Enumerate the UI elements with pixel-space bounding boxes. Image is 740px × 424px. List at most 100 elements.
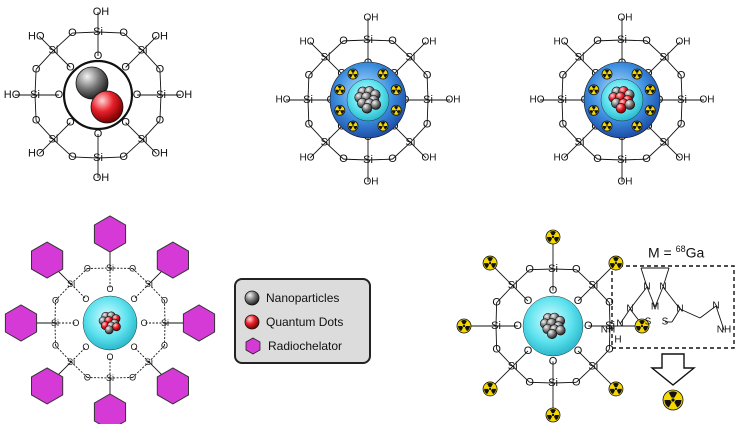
siloxane-bond [608,325,611,350]
chelator-bond [671,308,681,323]
siloxane-bond [561,75,564,101]
core-oxygen-label: O [549,285,558,297]
radiation-blade [668,391,678,398]
silicon-label: Si [575,52,585,64]
radiation-blade [594,110,599,114]
magenta-hexagon-icon [245,337,261,355]
chelator-bond [662,286,681,310]
siloxane-bond [529,381,554,384]
radiation-center [382,125,384,127]
ring-oxygen-label: O [339,153,348,165]
radiation-blade [547,237,553,243]
core-oxygen-label: O [72,318,79,328]
radiation-symbol [631,68,643,80]
radiation-blade [350,121,356,125]
radiochelator-hexagon [93,215,127,253]
radiation-blade [591,85,596,89]
chelator-bond [662,267,670,288]
ring-oxygen-label: O [156,115,165,127]
radiation-blade [674,400,682,408]
core-bond [125,50,143,68]
ring-oxygen-label: O [161,341,168,351]
siloxane-bond [325,142,344,160]
chelator-atom-label: N [643,282,650,293]
ring-oxygen-label: O [84,373,91,383]
arrow-down-icon [650,353,696,386]
core-bond [512,285,529,302]
hydroxyl-label: OH [618,177,633,188]
chelator-bond [699,305,717,319]
chelator-bond [715,305,725,331]
ring-oxygen-label: O [525,264,534,276]
radiation-symbol [644,104,656,116]
siloxane-bond [592,285,610,303]
chelator-atom-label: N [616,319,623,330]
radiation-blade [487,257,494,262]
silicon-label: Si [321,52,331,64]
core-oxygen-label: O [513,320,522,332]
siloxane-bond [664,124,682,143]
terminal-bond [563,142,580,159]
ring-oxygen-label: O [52,295,59,305]
ring-oxygen-label: O [305,118,314,130]
siloxane-bond [426,75,429,101]
siloxane-bond [367,158,393,161]
core-bond [393,57,411,75]
radiation-center [636,125,638,127]
silicon-label: Si [138,134,148,146]
radiation-blade [487,382,494,388]
radiation-blade [664,400,672,408]
hydroxyl-label: OH [364,177,379,188]
radiation-symbol [482,381,498,397]
silicon-label: Si [557,94,567,106]
silicon-label: Si [138,44,148,56]
hydroxyl-label: OH [700,95,715,106]
core-oxygen-label: O [121,117,130,129]
silicon-label: Si [588,280,598,292]
ring-oxygen-label: O [68,151,77,163]
radiation-blade [602,125,607,130]
siloxane-bond [35,50,54,70]
chelator-bond [619,308,631,325]
siloxane-bond [496,349,514,367]
ring-oxygen-label: O [305,70,314,82]
core-oxygen-label: O [94,128,103,140]
core-oxygen-label: O [66,117,75,129]
radiation-center [551,235,555,239]
silicon-label: Si [575,136,585,148]
siloxane-bond [597,39,623,42]
radiation-blade [636,326,642,332]
terminal-bond [664,41,681,58]
siloxane-bond [308,124,326,143]
radiochelator-hexagon [156,367,189,405]
radiation-center [395,109,397,112]
radiochelator-hexagon [156,241,189,279]
legend-label: Nanoparticles [266,291,340,305]
core-oxygen-label: O [584,320,593,332]
siloxane-bond [72,156,99,159]
ring-oxygen-label: O [423,70,432,82]
core-bond [53,122,71,140]
legend: Nanoparticles Quantum Dots Radiochelator [234,278,371,364]
terminal-bond [410,142,427,159]
silicon-label: Si [548,377,558,389]
silicon-label: Si [145,279,153,289]
siloxane-bond [307,75,310,101]
ring-oxygen-label: O [32,115,41,127]
radiation-blade [632,74,637,78]
silicon-label: Si [508,360,518,372]
silicon-label: Si [161,318,169,328]
terminal-bond [309,41,326,58]
radiation-symbol [545,407,561,423]
ring-oxygen-label: O [129,263,136,273]
radiation-blade [612,257,619,262]
ring-oxygen-label: O [642,153,651,165]
siloxane-bond [325,40,344,58]
radiation-blade [350,69,356,73]
radiation-symbol [347,120,359,132]
siloxane-bond [55,283,72,301]
ring-oxygen-label: O [572,376,581,388]
siloxane-bond [53,139,73,158]
silicon-label: Si [93,26,103,38]
